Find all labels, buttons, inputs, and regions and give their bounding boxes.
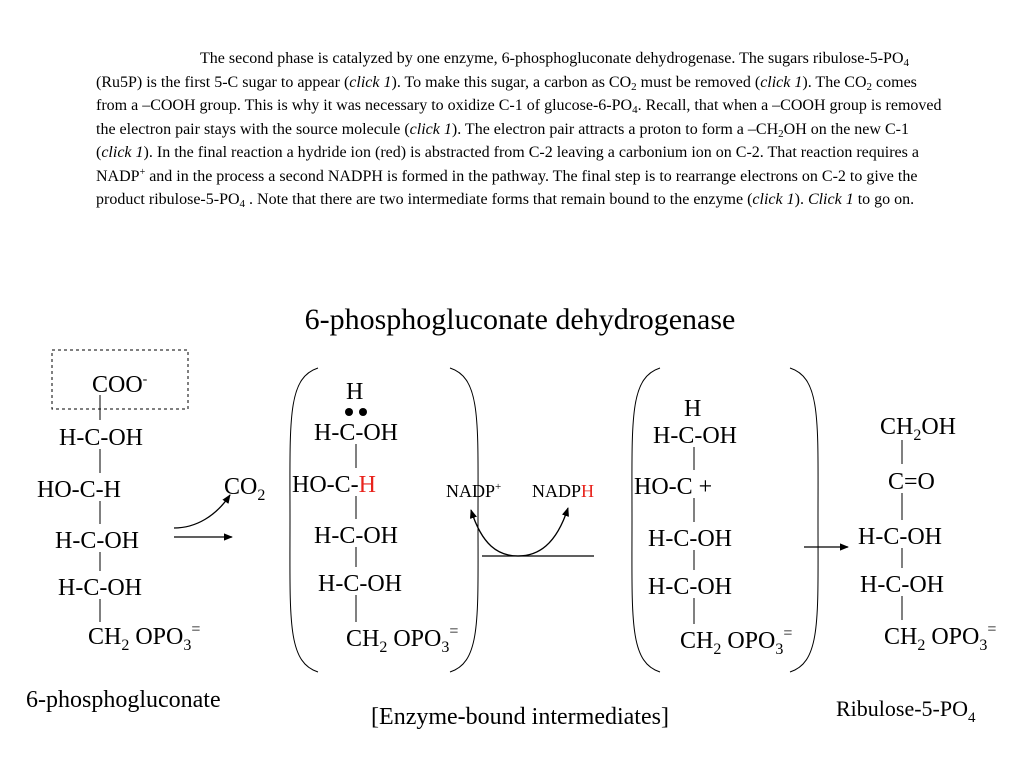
enzyme-bound-label: [Enzyme-bound intermediates]	[371, 704, 669, 730]
c2-group: HO-C-H	[292, 472, 376, 498]
paragraph-run: ). In the final reaction a hydride ion (…	[96, 144, 919, 185]
c4-group: H-C-OH	[860, 572, 944, 598]
right-bracket-2	[789, 367, 819, 673]
paragraph-run: ). The electron pair attracts a proton t…	[451, 120, 779, 138]
paragraph-run: and in the process a second NADPH is for…	[96, 167, 918, 209]
diagram-title: 6-phosphogluconate dehydrogenase	[305, 303, 736, 336]
paragraph-run: 4	[239, 198, 246, 210]
molecule-6-phosphogluconate: COO- H-C-OH HO-C-H H-C-OH H-C-OH CH2 OPO…	[26, 349, 221, 713]
co2-release-arrow	[173, 494, 231, 529]
c3-group: H-C-OH	[314, 523, 398, 549]
left-bracket-2	[631, 367, 661, 673]
phosphate-tail: CH2 OPO3=	[884, 621, 996, 654]
electron-pair-dot	[359, 408, 367, 416]
carbonyl-group: C=O	[888, 469, 935, 495]
c4-group: H-C-OH	[318, 571, 402, 597]
paragraph-run: Click 1	[807, 191, 854, 208]
phosphate-tail: CH2 OPO3=	[88, 621, 200, 654]
paragraph-run: 4	[632, 104, 638, 116]
carboxyl-dashed-box	[51, 349, 189, 410]
paragraph-run: ). To make this sugar, a carbon as CO	[391, 73, 632, 91]
paragraph-run: 4	[903, 57, 910, 69]
paragraph-run: ). The CO	[802, 73, 867, 91]
description-paragraph: The second phase is catalyzed by one enz…	[96, 47, 946, 212]
c5-group: H-C-OH	[58, 575, 142, 601]
paragraph-run: click 1	[409, 120, 452, 138]
label-6-phosphogluconate: 6-phosphogluconate	[26, 687, 221, 713]
left-bracket-1	[289, 367, 319, 673]
c2-carbonium-group: HO-C +	[634, 474, 712, 500]
paragraph-run: must be removed (	[636, 73, 761, 91]
intermediate-2: H H-C-OH HO-C + H-C-OH H-C-OH CH2 OPO3=	[634, 396, 792, 658]
paragraph-run: click 1	[101, 144, 144, 161]
nadp-reduction-arrow	[469, 507, 569, 557]
paragraph-run: to go on.	[853, 191, 915, 208]
paragraph-run: (Ru5P) is the first 5-C sugar to appear …	[96, 73, 350, 91]
proton-h: H	[684, 396, 701, 422]
c3-group: H-C-OH	[648, 526, 732, 552]
electron-pair-dot	[345, 408, 353, 416]
paragraph-run: click 1	[752, 191, 795, 208]
paragraph-run: 2	[631, 80, 637, 93]
phosphate-tail: CH2 OPO3=	[680, 625, 792, 658]
co2-label: CO2	[224, 474, 265, 504]
phosphate-tail: CH2 OPO3=	[346, 623, 458, 656]
c3-group: H-C-OH	[858, 524, 942, 550]
label-ribulose-5-po4: Ribulose-5-PO4	[836, 696, 976, 726]
c1-group: H-C-OH	[314, 420, 398, 446]
proton-h: H	[346, 379, 363, 405]
nadp-plus-label: NADP+	[446, 481, 501, 501]
paragraph-run: comes from a –COOH group. This is why it…	[96, 73, 917, 115]
intermediate-1: H H-C-OH HO-C-H H-C-OH H-C-OH CH2 OPO3=	[292, 379, 458, 656]
c4-group: H-C-OH	[55, 528, 139, 554]
paragraph-run: 2	[866, 80, 873, 93]
paragraph-run: OH on the new C-1 (	[96, 120, 909, 162]
right-bracket-1	[449, 367, 479, 673]
paragraph-run: 2	[778, 127, 784, 140]
c1-group: H-C-OH	[653, 423, 737, 449]
paragraph-run: The second phase is catalyzed by one enz…	[200, 50, 904, 67]
paragraph-run: +	[139, 166, 146, 178]
molecule-ribulose-5-po4: CH2OH C=O H-C-OH H-C-OH CH2 OPO3= Ribulo…	[836, 414, 996, 726]
c3-group: HO-C-H	[37, 477, 121, 503]
nadph-label: NADPH	[532, 481, 594, 501]
paragraph-run: . Recall, that when a –COOH group is rem…	[96, 97, 942, 138]
c4-group: H-C-OH	[648, 574, 732, 600]
carboxylate-group: COO-	[92, 372, 148, 398]
paragraph-run: click 1	[349, 73, 392, 91]
paragraph-run: click 1	[760, 73, 803, 91]
ch2oh-group: CH2OH	[880, 414, 956, 444]
c2-group: H-C-OH	[59, 425, 143, 451]
paragraph-run: . Note that there are two intermediate f…	[245, 191, 753, 208]
paragraph-run: ).	[794, 191, 808, 208]
